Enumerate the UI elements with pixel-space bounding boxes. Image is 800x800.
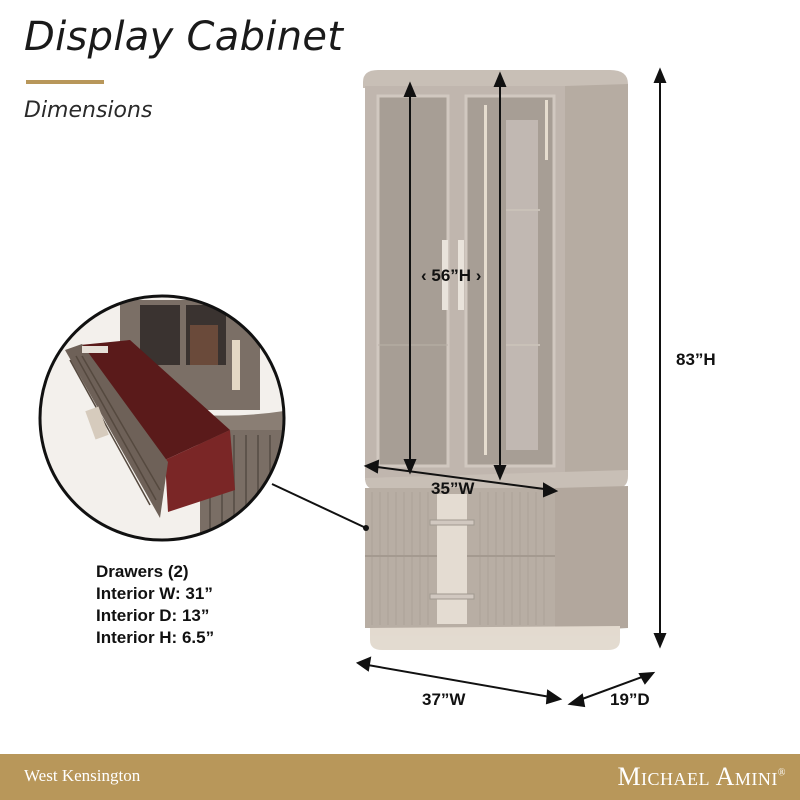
brand-logo: Michael Amini® bbox=[617, 762, 786, 792]
overall-depth-label: 19”D bbox=[610, 690, 650, 709]
footer-bar: West Kensington Michael Amini® bbox=[0, 754, 800, 800]
trademark-symbol: ® bbox=[777, 767, 786, 779]
drawer-spec-height: Interior H: 6.5” bbox=[96, 628, 215, 647]
dimension-lines bbox=[355, 67, 667, 708]
drawer-spec-title: Drawers (2) bbox=[96, 562, 189, 581]
drawer-specs: Drawers (2) Interior W: 31” Interior D: … bbox=[96, 561, 214, 649]
chevron-right-icon: › bbox=[471, 266, 482, 285]
collection-name: West Kensington bbox=[24, 766, 141, 785]
chevron-left-icon: ‹ bbox=[421, 266, 432, 285]
overall-width-label: 37”W bbox=[422, 690, 466, 709]
callout-connector bbox=[271, 483, 367, 529]
brand-wordmark: Michael Amini bbox=[617, 762, 778, 791]
overall-height-label: 83”H bbox=[676, 350, 716, 369]
drawer-spec-depth: Interior D: 13” bbox=[96, 606, 210, 625]
drawer-spec-width: Interior W: 31” bbox=[96, 584, 213, 603]
interior-height-value: 56”H bbox=[431, 266, 472, 285]
interior-height-label: ‹ 56”H › bbox=[421, 266, 481, 286]
title-underline bbox=[26, 80, 104, 84]
page-subtitle: Dimensions bbox=[24, 98, 153, 123]
page-title: Display Cabinet bbox=[24, 14, 344, 60]
cabinet-body bbox=[363, 70, 628, 650]
drawer-detail-inset bbox=[38, 294, 286, 542]
interior-width-label: 35”W bbox=[431, 479, 475, 498]
